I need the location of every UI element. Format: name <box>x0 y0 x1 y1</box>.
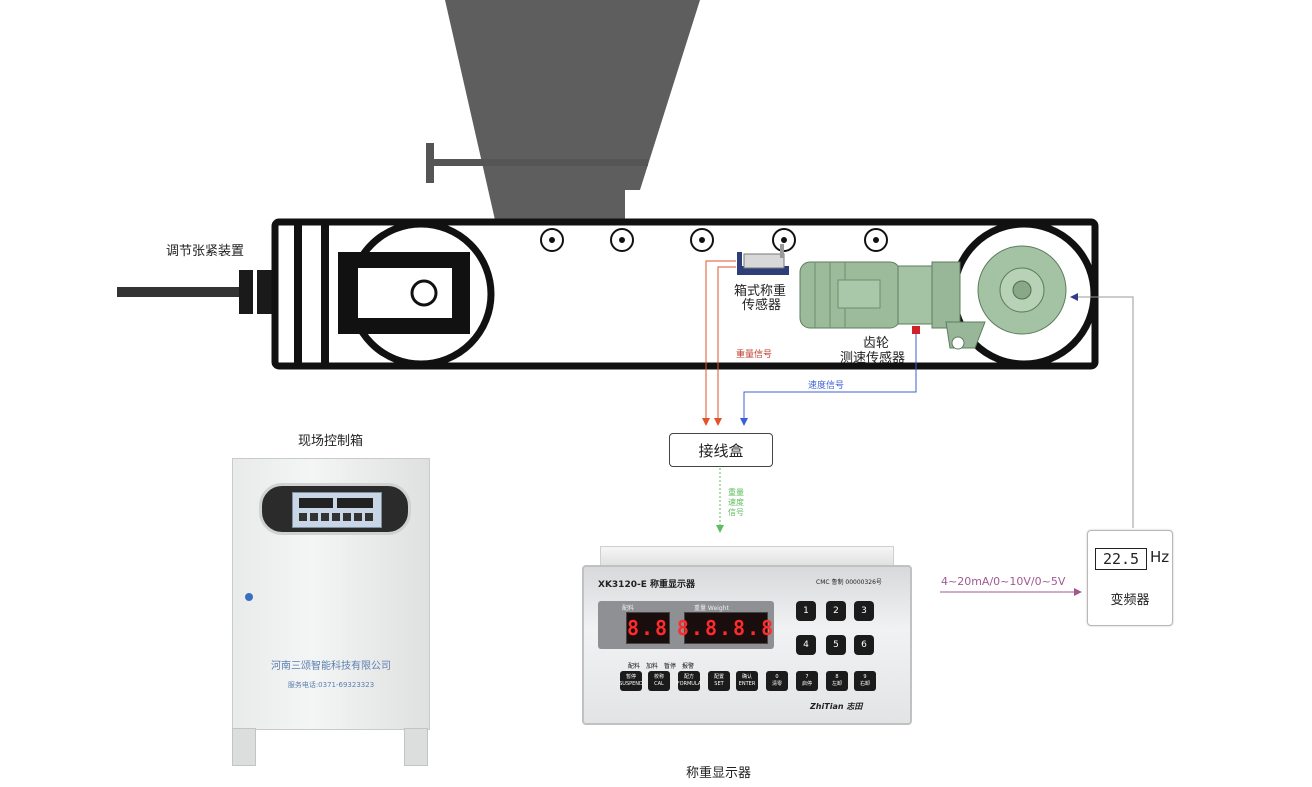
cabinet-company-name: 河南三颂智能科技有限公司 <box>271 661 391 672</box>
hopper-gate-rod <box>432 159 648 166</box>
indicator-brand: ZhiTian 志田 <box>810 702 863 711</box>
cabinet-leg-right <box>404 728 428 766</box>
weighing-indicator: XK3120-E 称重显示器 CMC 鲁制 00000326号 配料 重量 We… <box>582 565 912 725</box>
cabinet-window <box>259 483 411 535</box>
cabinet-leg-left <box>232 728 256 766</box>
key-formula-cn: 配方 <box>683 674 694 680</box>
key-4[interactable]: 4 <box>796 635 816 655</box>
key-5[interactable]: 5 <box>826 635 846 655</box>
box-sensor-label-line2: 传感器 <box>742 298 782 313</box>
key-0-cn: 0 <box>775 674 779 680</box>
weight-display: 8.8.8.8 <box>677 612 773 644</box>
key-6[interactable]: 6 <box>854 635 874 655</box>
speed-signal-label: 速度信号 <box>808 381 845 391</box>
key-3[interactable]: 3 <box>854 601 874 621</box>
combined-signal-label-2: 速度 <box>728 498 744 507</box>
key-cal-en: CAL <box>654 681 664 687</box>
tension-device-label: 调节张紧装置 <box>166 244 245 259</box>
vfd-label: 变频器 <box>1110 593 1150 608</box>
key-suspend-cn: 暂停 <box>625 674 636 680</box>
control-cabinet-label: 现场控制箱 <box>298 434 364 449</box>
formula-display: 8.8 <box>626 612 670 644</box>
key-9-en: 右卸 <box>859 681 870 687</box>
box-load-cell <box>737 244 789 275</box>
key-enter-en: ENTER <box>738 681 756 687</box>
analog-output-label: 4~20mA/0~10V/0~5V <box>941 575 1066 588</box>
key-0-en: 清零 <box>771 681 782 687</box>
key-set-en: SET <box>714 681 724 687</box>
indicator-display-panel: 配料 重量 Weight 8.8 8.8.8.8 <box>598 601 774 649</box>
cabinet-phone: 服务电话:0371-69323323 <box>287 681 375 689</box>
gear-sensor-label-line1: 齿轮 <box>863 336 890 351</box>
tension-rod <box>117 287 277 297</box>
junction-box: 接线盒 <box>669 433 773 467</box>
key-cal-cn: 校称 <box>653 674 664 680</box>
drive-motor <box>799 245 1067 350</box>
key-suspend-en: SUSPEND <box>619 681 643 687</box>
key-8-cn: 8 <box>835 674 839 680</box>
vfd-unit: Hz <box>1150 548 1170 566</box>
hopper-gate-handle <box>426 143 434 183</box>
key-formula-en: FORMULA <box>676 681 702 687</box>
junction-box-label: 接线盒 <box>698 441 744 460</box>
status-led-1: 配料 <box>628 663 641 670</box>
weight-signal-label: 重量信号 <box>736 350 773 360</box>
idler-rollers <box>540 228 888 252</box>
formula-caption: 配料 <box>622 605 635 612</box>
key-2[interactable]: 2 <box>826 601 846 621</box>
box-sensor-label-line1: 箱式称重 <box>734 284 787 299</box>
combined-signal-label-3: 信号 <box>728 508 744 517</box>
key-7-cn: 7 <box>805 674 809 680</box>
feed-hopper <box>445 0 700 220</box>
vfd-frequency-display: 22.5 <box>1095 548 1147 570</box>
vfd-feedback-wire <box>1070 293 1134 528</box>
key-8-en: 左卸 <box>831 681 842 687</box>
gear-speed-sensor <box>912 326 920 334</box>
key-9-cn: 9 <box>863 674 867 680</box>
frequency-inverter: 22.5 Hz 变频器 <box>1087 530 1173 626</box>
cabinet-controller-panel <box>292 492 382 528</box>
key-7-en: 启停 <box>801 681 812 687</box>
weight-caption: 重量 Weight <box>694 605 729 612</box>
gear-sensor-label-line2: 测速传感器 <box>840 351 906 366</box>
key-set-cn: 配置 <box>713 674 724 680</box>
status-led-4: 报警 <box>682 663 695 670</box>
weight-signal-wire-1 <box>702 260 736 426</box>
indicator-cert: CMC 鲁制 00000326号 <box>816 579 882 586</box>
cabinet-lock-icon <box>245 593 253 601</box>
key-1[interactable]: 1 <box>796 601 816 621</box>
indicator-caption: 称重显示器 <box>686 766 752 781</box>
status-led-3: 暂停 <box>664 663 677 670</box>
weight-signal-wire-2 <box>714 266 736 426</box>
control-cabinet: 河南三颂智能科技有限公司 服务电话:0371-69323323 <box>232 458 430 730</box>
combined-signal-label-1: 重量 <box>728 488 744 497</box>
status-led-2: 加料 <box>646 663 659 670</box>
key-enter-cn: 确认 <box>741 674 752 680</box>
indicator-model-title: XK3120-E 称重显示器 <box>598 580 695 590</box>
speed-signal-wire <box>740 334 917 426</box>
